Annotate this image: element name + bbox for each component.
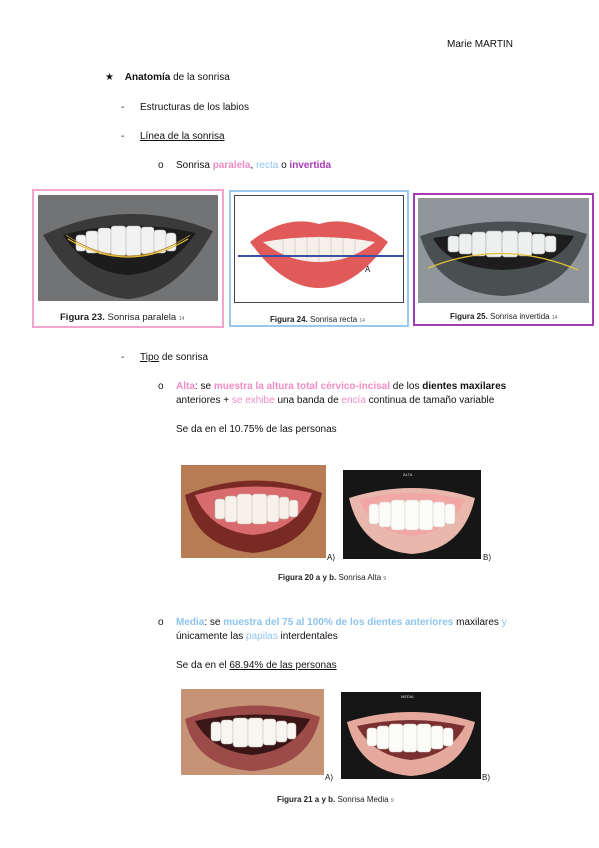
alta-colon: : se: [194, 381, 214, 392]
alta-photo-a: [181, 465, 326, 558]
alta-photo-b: ALTA: [343, 470, 481, 559]
term-media: Media: [176, 617, 205, 628]
alta-text-8: continua de tamaño variable: [365, 395, 495, 406]
figure-20-caption: Figura 20 a y b. Sonrisa Alta 9: [278, 573, 386, 582]
caption-number: Figura 23.: [60, 312, 105, 323]
alta-label-b: B): [483, 553, 491, 562]
circle-bullet: o: [158, 160, 164, 171]
media-label-b: B): [482, 773, 490, 782]
term-alta: Alta: [176, 381, 195, 392]
word-o: o: [278, 160, 290, 171]
author-name: Marie MARTIN: [447, 39, 513, 50]
comma: ,: [250, 160, 257, 171]
item-tipo: Tipo de sonrisa: [140, 351, 208, 364]
media-highlight-1: muestra del 75 al 100% de los dientes an…: [223, 617, 454, 628]
caption-text: Sonrisa paralela: [104, 312, 177, 323]
alta-tag: ALTA: [403, 472, 413, 477]
media-stat-pre: Se da en el: [176, 660, 230, 671]
alta-bold-teeth: dientes maxilares: [422, 381, 507, 392]
media-colon: : se: [204, 617, 224, 628]
circle-bullet: o: [158, 381, 164, 392]
alta-line-2: anteriores + se exhibe una banda de encí…: [176, 394, 494, 407]
media-photo-b: MEDIA: [341, 692, 481, 779]
alta-highlight-encia: encía: [341, 395, 366, 406]
figure-23-photo: [38, 195, 218, 301]
smile-photo-parallel: [38, 195, 218, 301]
high-smile-model: [343, 470, 481, 559]
media-line-1: Media: se muestra del 75 al 100% de los …: [176, 616, 507, 629]
figure-23-caption: Figura 23. Sonrisa paralela 14: [60, 312, 184, 323]
label-a: A: [365, 265, 371, 274]
caption-number: Figura 24.: [270, 315, 308, 324]
caption-text: Sonrisa Media: [335, 795, 389, 804]
figure-25-caption: Figura 25. Sonrisa invertida 14: [450, 312, 557, 321]
media-text-6: interdentales: [277, 631, 338, 642]
media-stat: Se da en el 68.94% de las personas: [176, 659, 337, 672]
figure-21-caption: Figura 21 a y b. Sonrisa Media 9: [277, 795, 394, 804]
medium-smile-photo: [181, 689, 324, 775]
media-text-2: maxilares: [453, 617, 502, 628]
caption-ref: 9: [390, 798, 394, 804]
term-recta: recta: [256, 160, 279, 171]
media-text-4: únicamente las: [176, 631, 247, 642]
star-bullet-icon: ★: [105, 72, 114, 83]
alta-line-1: Alta: se muestra la altura total cérvico…: [176, 380, 506, 393]
dash-bullet: -: [121, 102, 125, 113]
figure-23-frame: [32, 189, 224, 328]
caption-ref: 14: [359, 318, 365, 324]
media-tag: MEDIA: [401, 694, 414, 699]
term-paralela: paralela: [212, 160, 251, 171]
figure-24-frame: [229, 190, 409, 327]
media-line-2: únicamente las papilas interdentales: [176, 630, 338, 643]
lips-straight-line-drawing: [238, 221, 403, 288]
alta-text-4: anteriores +: [176, 395, 232, 406]
caption-number: Figura 21 a y b.: [277, 795, 336, 804]
section-title-rest: de la sonrisa: [170, 72, 230, 83]
alta-highlight-exhibe: se exhibe: [231, 395, 275, 406]
smile-photo-inverted: [418, 198, 589, 303]
caption-text: Sonrisa invertida: [487, 312, 550, 321]
smile-types-line: Sonrisa paralela, recta o invertida: [176, 159, 331, 172]
caption-text: Sonrisa recta: [307, 315, 358, 324]
circle-bullet: o: [158, 617, 164, 628]
item-lips: Estructuras de los labios: [140, 102, 249, 113]
high-smile-photo: [181, 465, 326, 558]
dash-bullet: -: [121, 131, 125, 142]
medium-smile-model: [341, 692, 481, 779]
media-highlight-papilas: papilas: [246, 631, 278, 642]
caption-number: Figura 20 a y b.: [278, 573, 337, 582]
item-smile-line: Línea de la sonrisa: [140, 131, 225, 142]
media-label-a: A): [325, 773, 333, 782]
figure-25-photo: [418, 198, 589, 303]
media-highlight-y: y: [501, 617, 507, 628]
alta-highlight-1: muestra la altura total cérvico-incisal: [213, 381, 390, 392]
media-stat-underlined: 68.94% de las personas: [229, 660, 337, 671]
figure-25-frame: [413, 193, 594, 326]
section-heading: ★ Anatomía de la sonrisa: [105, 71, 230, 84]
caption-ref: 14: [551, 315, 558, 321]
media-photo-a: [181, 689, 324, 775]
figure-24-caption: Figura 24. Sonrisa recta 14: [270, 315, 365, 324]
alta-label-a: A): [327, 553, 335, 562]
tipo-underlined: Tipo: [140, 352, 160, 363]
figure-24-drawing: A: [234, 195, 404, 303]
term-invertida: invertida: [289, 160, 332, 171]
smile-types-pre: Sonrisa: [176, 160, 213, 171]
tipo-rest: de sonrisa: [159, 352, 209, 363]
alta-text-2: de los: [390, 381, 423, 392]
caption-ref: 9: [383, 576, 387, 582]
section-title-bold: Anatomía: [124, 72, 171, 83]
caption-text: Sonrisa Alta: [336, 573, 382, 582]
alta-stat: Se da en el 10.75% de las personas: [176, 424, 337, 435]
dash-bullet: -: [121, 352, 125, 363]
caption-number: Figura 25.: [450, 312, 488, 321]
alta-text-6: una banda de: [274, 395, 342, 406]
caption-ref: 14: [178, 316, 185, 322]
